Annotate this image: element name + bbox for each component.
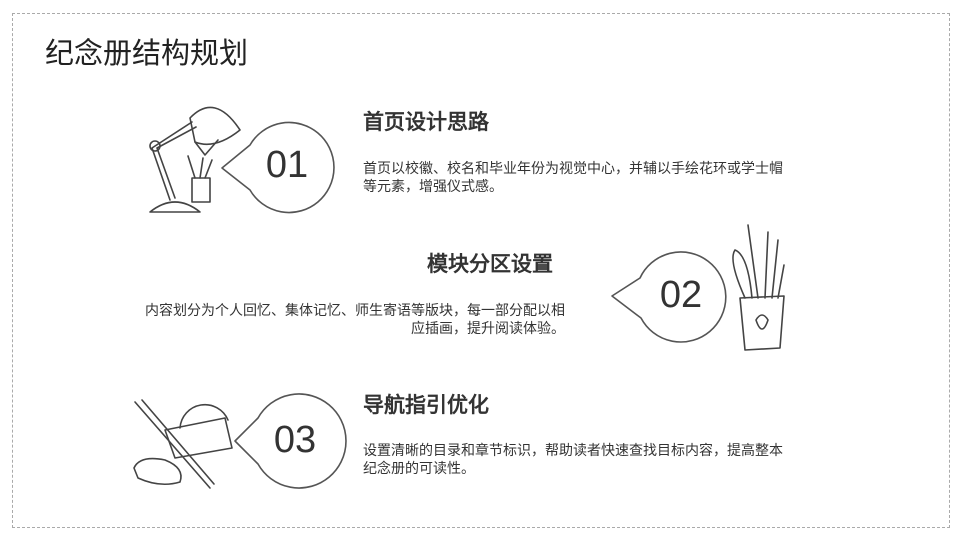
speech-bubble-03 bbox=[234, 393, 347, 489]
page-title: 纪念册结构规划 bbox=[45, 36, 249, 70]
section-number-03: 03 bbox=[273, 419, 317, 461]
section-number-02: 02 bbox=[659, 274, 703, 316]
ruler-pencil-icon bbox=[133, 399, 233, 489]
speech-bubble-01 bbox=[221, 121, 335, 214]
speech-bubble-02 bbox=[611, 251, 727, 343]
section-heading-01: 首页设计思路 bbox=[363, 110, 489, 134]
section-text-01: 首页以校徽、校名和毕业年份为视觉中心，并辅以手绘花环或学士帽等元素，增强仪式感。 bbox=[363, 161, 783, 195]
section-text-03: 设置清晰的目录和章节标识，帮助读者快速查找目标内容，提高整本纪念册的可读性。 bbox=[363, 443, 783, 477]
slide-frame bbox=[12, 13, 950, 528]
section-heading-03: 导航指引优化 bbox=[363, 393, 489, 417]
section-number-01: 01 bbox=[265, 144, 309, 186]
brush-cup-icon bbox=[732, 224, 785, 351]
section-text-02: 内容划分为个人回忆、集体记忆、师生寄语等版块，每一部分配以相应插画，提升阅读体验… bbox=[145, 303, 565, 337]
desk-lamp-icon bbox=[149, 106, 241, 213]
section-heading-02: 模块分区设置 bbox=[427, 252, 553, 276]
